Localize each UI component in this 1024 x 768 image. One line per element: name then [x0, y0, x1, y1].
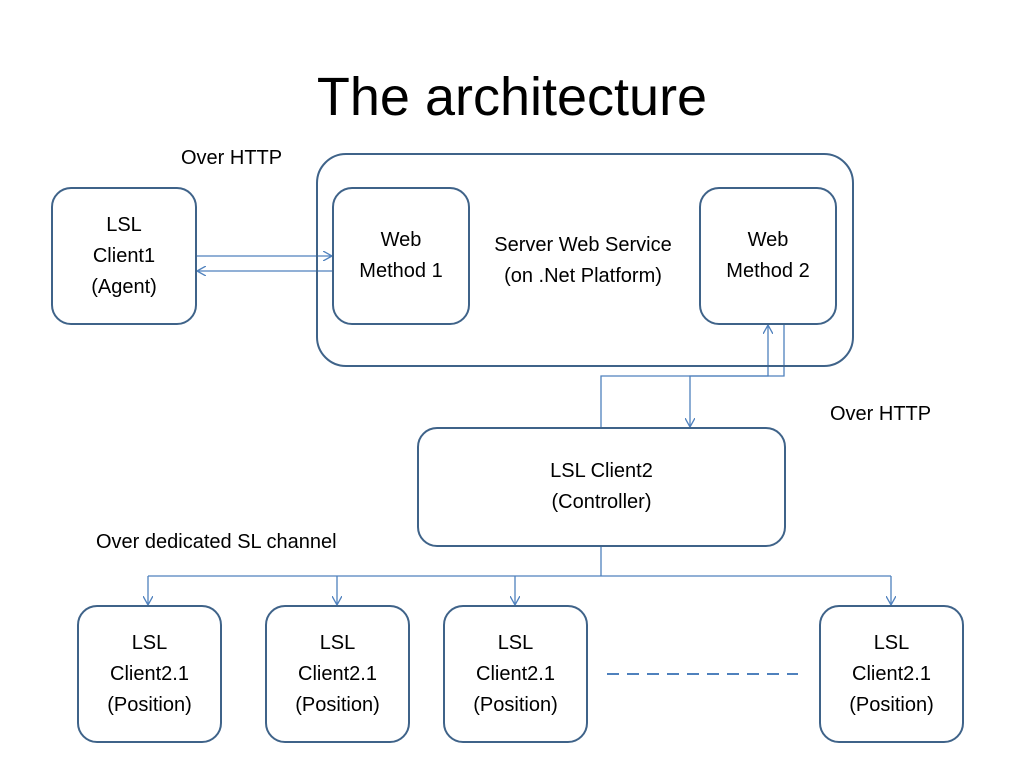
arrow-client2-to-method2 [600, 325, 768, 428]
label-over-http-right: Over HTTP [830, 403, 932, 425]
box-text-line: Method 1 [359, 260, 443, 282]
label-over-http-top: Over HTTP [181, 147, 283, 169]
box-text-line: Method 2 [726, 260, 810, 282]
box-text-line: LSL Client2 [550, 460, 653, 482]
box-text-line: (Position) [849, 693, 934, 716]
box-text-line: (Agent) [91, 275, 157, 298]
box-text-line: LSL [131, 631, 168, 654]
position-client-box: LSL Client2.1 (Position) [443, 605, 588, 743]
web-method-2-box: Web Method 2 [699, 187, 837, 325]
web-method-1-box: Web Method 1 [332, 187, 470, 325]
box-text-line: Client2.1 [476, 662, 555, 685]
box-text-line: Client2.1 [110, 662, 189, 685]
label-over-sl-channel: Over dedicated SL channel [96, 531, 337, 553]
box-text-line: (Position) [107, 693, 192, 716]
server-web-service-title: Server Web Service (on .Net Platform) [470, 230, 696, 292]
server-web-service-box [316, 153, 854, 367]
box-text-line: LSL [497, 631, 534, 654]
box-text-line: (Position) [473, 693, 558, 716]
box-text-line: Web [380, 229, 422, 251]
position-client-box: LSL Client2.1 (Position) [77, 605, 222, 743]
lsl-client2-box: LSL Client2 (Controller) [417, 427, 786, 547]
lsl-client1-box: LSL Client1 (Agent) [51, 187, 197, 325]
position-client-box: LSL Client2.1 (Position) [819, 605, 964, 743]
box-text-line: Web [747, 229, 789, 251]
box-text-line: LSL [319, 631, 356, 654]
box-text-line: LSL [106, 213, 142, 236]
box-text-line: Client1 [92, 244, 156, 267]
box-text-line: LSL [873, 631, 910, 654]
slide-title: The architecture [316, 67, 708, 127]
box-text-line: Client2.1 [298, 662, 377, 685]
position-client-box: LSL Client2.1 (Position) [265, 605, 410, 743]
box-text-line: Client2.1 [852, 662, 931, 685]
server-title-line: Server Web Service [494, 234, 672, 256]
box-text-line: (Position) [295, 693, 380, 716]
box-text-line: (Controller) [551, 491, 652, 513]
arrow-method2-to-client2 [690, 325, 785, 427]
server-title-line: (on .Net Platform) [504, 265, 662, 287]
